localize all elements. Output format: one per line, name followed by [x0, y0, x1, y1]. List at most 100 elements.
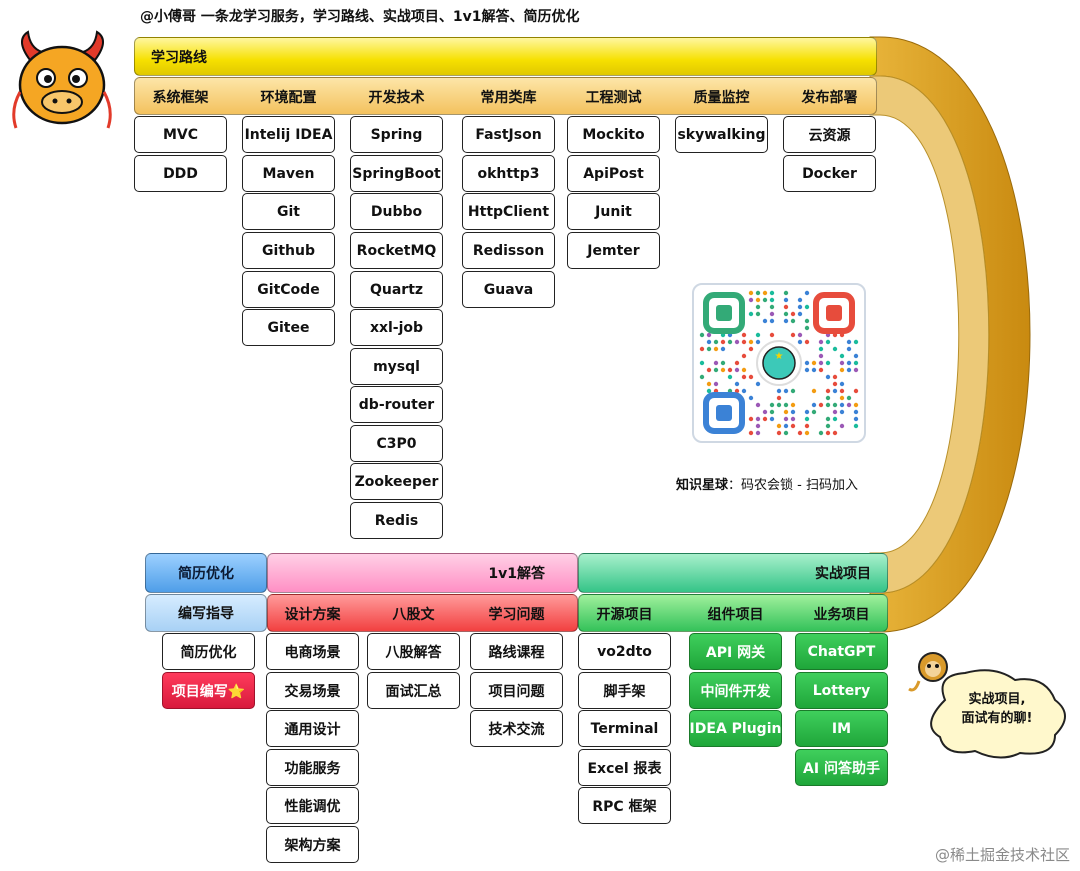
- category-label: 质量监控: [693, 90, 750, 106]
- qr-dot: [783, 409, 789, 415]
- qr-dot: [790, 423, 796, 429]
- qr-dot: [839, 367, 845, 373]
- roadmap-node: FastJson: [462, 116, 555, 153]
- qr-dot: [720, 367, 726, 373]
- qr-dot: [755, 381, 761, 387]
- qr-dot: [699, 346, 705, 352]
- roadmap-node: Junit: [567, 193, 660, 230]
- qr-dot: [755, 297, 761, 303]
- resume-title: 简历优化: [178, 566, 234, 582]
- qr-dot: [853, 353, 859, 359]
- qr-dot: [713, 339, 719, 345]
- category-label: 业务项目: [813, 607, 870, 623]
- qr-dot: [818, 367, 824, 373]
- resume-sub-bar: 编写指导: [145, 594, 267, 632]
- qr-dot: [825, 423, 831, 429]
- qr-dot: [839, 395, 845, 401]
- project-node: 脚手架: [578, 672, 671, 709]
- qr-dot: [776, 430, 782, 436]
- dragon-mascot-icon: [12, 30, 112, 129]
- qr-dot: [832, 430, 838, 436]
- qr-dot: [853, 423, 859, 429]
- qr-dot: [783, 402, 789, 408]
- qr-dot: [755, 416, 761, 422]
- qr-dot: [762, 297, 768, 303]
- roadmap-node: Git: [242, 193, 335, 230]
- roadmap-node: C3P0: [350, 425, 443, 462]
- qr-dot: [748, 374, 754, 380]
- qr-dot: [832, 374, 838, 380]
- qr-dot: [804, 416, 810, 422]
- page-header: @小傅哥 一条龙学习服务，学习路线、实战项目、1v1解答、简历优化: [140, 9, 580, 25]
- project-node: Lottery: [795, 672, 888, 709]
- qr-dot: [769, 311, 775, 317]
- qr-dot: [846, 395, 852, 401]
- qr-dot: [706, 381, 712, 387]
- qr-dot: [790, 332, 796, 338]
- qr-dot: [825, 360, 831, 366]
- qr-dot: [769, 297, 775, 303]
- qr-code[interactable]: ★: [692, 283, 866, 443]
- qr-dot: [783, 297, 789, 303]
- qr-dot: [811, 409, 817, 415]
- qr-dot: [720, 360, 726, 366]
- project-node: IM: [795, 710, 888, 747]
- qr-dot: [748, 339, 754, 345]
- qa-node: 八股解答: [367, 633, 460, 670]
- qr-dot: [748, 416, 754, 422]
- qr-dot: [804, 318, 810, 324]
- qr-dot: [706, 332, 712, 338]
- qr-dot: [853, 388, 859, 394]
- qr-code-pattern-icon: ★: [699, 290, 859, 436]
- qr-dot: [804, 290, 810, 296]
- roadmap-node: SpringBoot: [350, 155, 443, 192]
- qr-dot: [839, 409, 845, 415]
- qr-dot: [790, 416, 796, 422]
- learning-path-category-bar: [134, 77, 877, 115]
- qr-dot: [776, 402, 782, 408]
- roadmap-node: Dubbo: [350, 193, 443, 230]
- resume-node-highlight: 项目编写⭐: [162, 672, 255, 709]
- qr-dot: [797, 430, 803, 436]
- resume-subtitle: 编写指导: [178, 606, 234, 622]
- qr-dot: [748, 346, 754, 352]
- roadmap-node: GitCode: [242, 271, 335, 308]
- qa-bar: 1v1解答: [267, 553, 578, 593]
- qa-node: 项目问题: [470, 672, 563, 709]
- roadmap-node: okhttp3: [462, 155, 555, 192]
- qr-dot: [804, 367, 810, 373]
- qr-dot: [818, 339, 824, 345]
- qr-dot: [727, 339, 733, 345]
- qr-dot: [699, 360, 705, 366]
- project-node: Excel 报表: [578, 749, 671, 786]
- qr-dot: [832, 388, 838, 394]
- qr-dot: [797, 304, 803, 310]
- qr-dot: [790, 409, 796, 415]
- category-label: 设计方案: [284, 607, 341, 623]
- resume-bar: 简历优化: [145, 553, 267, 593]
- roadmap-node: MVC: [134, 116, 227, 153]
- qr-dot: [741, 332, 747, 338]
- qr-dot: [748, 395, 754, 401]
- qr-dot: [853, 339, 859, 345]
- project-node: ChatGPT: [795, 633, 888, 670]
- qr-dot: [853, 409, 859, 415]
- qr-dot: [713, 346, 719, 352]
- qr-dot: [811, 388, 817, 394]
- qr-dot: [769, 402, 775, 408]
- roadmap-node: Redis: [350, 502, 443, 539]
- roadmap-node: db-router: [350, 386, 443, 423]
- qr-dot: [804, 339, 810, 345]
- qr-dot: [797, 339, 803, 345]
- qr-dot: [839, 353, 845, 359]
- qr-dot: [706, 388, 712, 394]
- qr-dot: [783, 388, 789, 394]
- qr-dot: [818, 346, 824, 352]
- qr-dot: [804, 423, 810, 429]
- qr-dot: [804, 304, 810, 310]
- projects-category-bar: [578, 594, 888, 632]
- qr-dot: [769, 318, 775, 324]
- qr-dot: [755, 339, 761, 345]
- category-label: 工程测试: [585, 90, 642, 106]
- bubble-line-2: 面试有的聊!: [961, 711, 1033, 726]
